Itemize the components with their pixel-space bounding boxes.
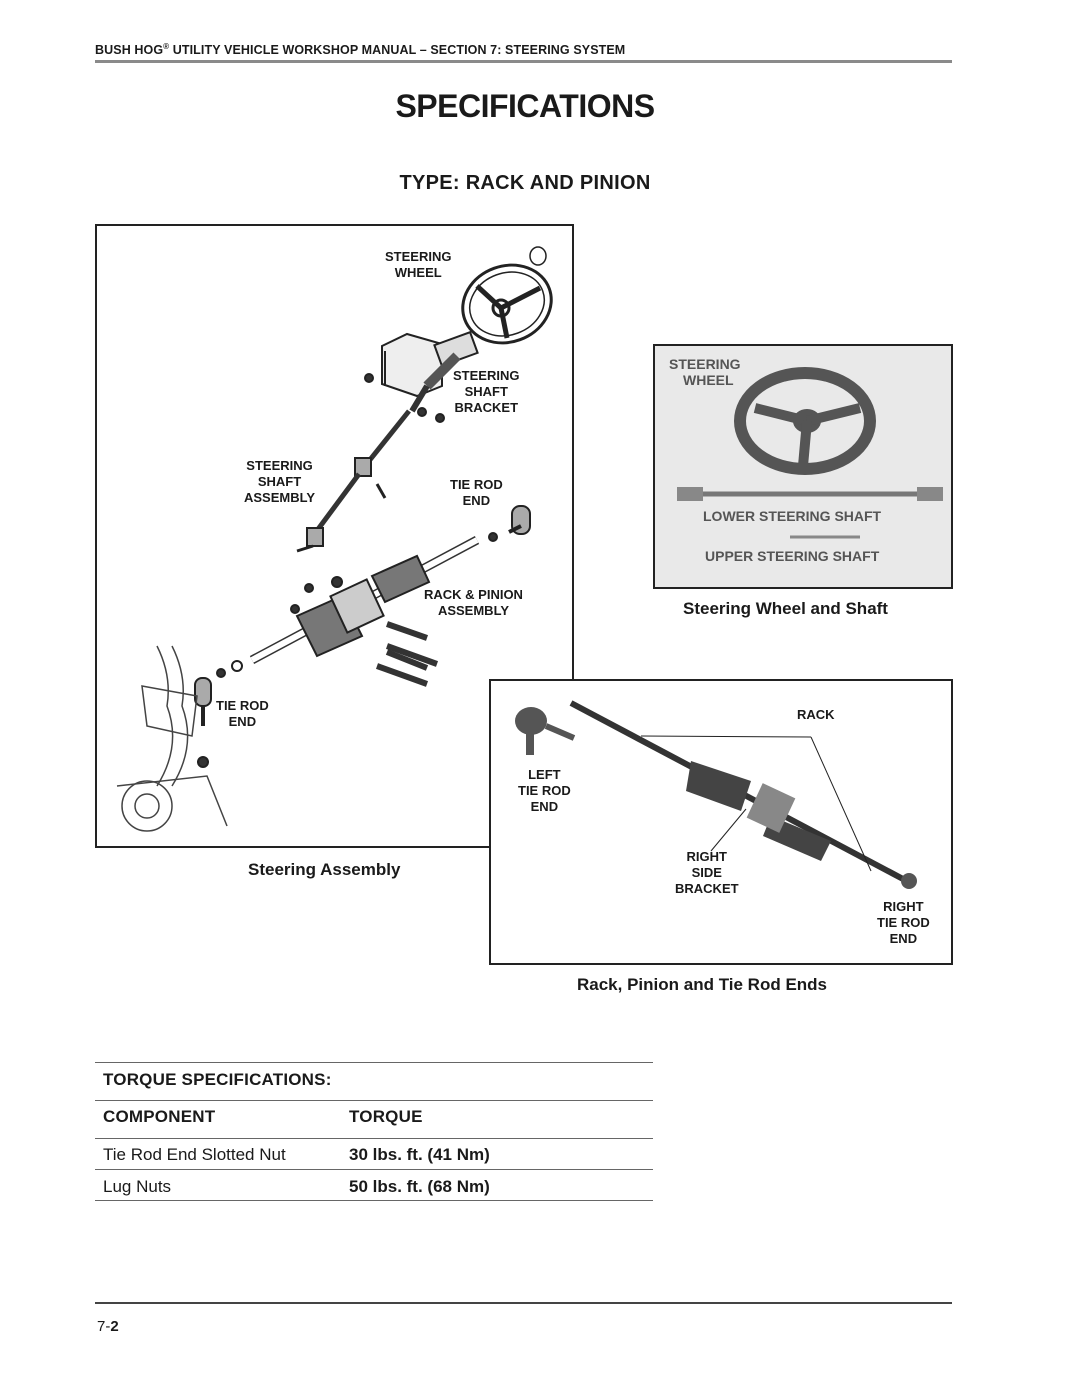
label-right-side-bracket: RIGHT SIDE BRACKET — [675, 849, 739, 897]
label-line: END — [889, 931, 918, 946]
label-rack: RACK — [797, 707, 835, 722]
column-header-component: COMPONENT — [103, 1107, 216, 1126]
table-bottom-rule — [95, 1200, 653, 1201]
rack-pinion-figure: RACK LEFT TIE ROD END RIGHT SIDE BRACKET… — [489, 679, 953, 965]
page-title: SPECIFICATIONS — [395, 88, 655, 124]
label-line: END — [228, 714, 257, 729]
label-line: END — [462, 493, 491, 508]
label-left-tie-rod-end: LEFT TIE ROD END — [518, 767, 571, 815]
table-cell-component: Lug Nuts — [103, 1177, 172, 1196]
footer-rule — [95, 1302, 952, 1304]
label-line: SHAFT — [257, 474, 302, 489]
photo-label-lower-shaft: LOWER STEERING SHAFT — [703, 508, 882, 524]
header-rule — [95, 60, 952, 63]
label-line: TIE ROD — [877, 915, 930, 930]
photo-label-steering-wheel: STEERING WHEEL — [669, 356, 741, 388]
label-line: END — [530, 799, 559, 814]
label-line: LEFT — [528, 767, 561, 782]
caption-rack-pinion: Rack, Pinion and Tie Rod Ends — [577, 975, 828, 994]
suspension-drawing — [116, 645, 228, 832]
label-right-tie-rod-end: RIGHT TIE ROD END — [877, 899, 930, 947]
label-steering-wheel: STEERING WHEEL — [385, 249, 451, 281]
label-line: SIDE — [691, 865, 722, 880]
steering-wheel-shaft-photo — [655, 346, 951, 587]
registered-mark: ® — [163, 42, 170, 51]
page-number: 7-2 — [97, 1318, 119, 1335]
caption-steering-assembly: Steering Assembly — [248, 860, 401, 879]
table-top-rule — [95, 1062, 653, 1063]
rack-pinion-photo — [515, 700, 917, 889]
label-tie-rod-end-right: TIE ROD END — [450, 477, 503, 509]
table-rule — [95, 1100, 653, 1101]
label-line: WHEEL — [683, 372, 734, 388]
label-line: STEERING — [453, 368, 520, 383]
label-line: BRACKET — [454, 400, 519, 415]
table-cell-component: Tie Rod End Slotted Nut — [103, 1145, 286, 1164]
label-line: RIGHT — [686, 849, 727, 864]
label-line: STEERING — [669, 356, 741, 372]
label-line: BRACKET — [675, 881, 739, 896]
label-line: STEERING — [385, 249, 452, 264]
label-line: TIE ROD — [216, 698, 269, 713]
rack-drawing — [216, 536, 480, 687]
label-line: TIE ROD — [518, 783, 571, 798]
page-section: 7- — [97, 1318, 111, 1335]
caption-steering-wheel-shaft: Steering Wheel and Shaft — [683, 599, 888, 618]
label-tie-rod-end-left: TIE ROD END — [216, 698, 269, 730]
label-steering-shaft-bracket: STEERING SHAFT BRACKET — [453, 368, 519, 416]
photo-label-upper-shaft: UPPER STEERING SHAFT — [705, 548, 880, 564]
header-text: UTILITY VEHICLE WORKSHOP MANUAL – SECTIO… — [169, 43, 626, 58]
steering-wheel-shaft-figure: STEERING WHEEL LOWER STEERING SHAFT UPPE… — [653, 344, 953, 589]
header-brand: BUSH HOG — [95, 43, 164, 58]
label-line: STEERING — [246, 458, 313, 473]
table-cell-torque: 50 lbs. ft. (68 Nm) — [349, 1177, 490, 1196]
table-cell-torque: 30 lbs. ft. (41 Nm) — [349, 1145, 490, 1164]
tie-rod-ends-drawing — [194, 505, 531, 768]
label-line: WHEEL — [394, 265, 442, 280]
table-heading: TORQUE SPECIFICATIONS: — [103, 1070, 332, 1089]
page-index: 2 — [110, 1318, 119, 1335]
column-header-torque: TORQUE — [349, 1107, 423, 1126]
steering-wheel-drawing — [461, 246, 553, 345]
table-rule — [95, 1169, 653, 1170]
table-rule — [95, 1138, 653, 1139]
steering-column-drawing — [296, 330, 479, 553]
label-line: SHAFT — [464, 384, 508, 399]
label-line: RIGHT — [883, 899, 924, 914]
label-line: ASSEMBLY — [437, 603, 509, 618]
label-line: RACK & PINION — [424, 587, 523, 602]
label-line: ASSEMBLY — [244, 490, 316, 505]
steering-assembly-drawing — [116, 246, 553, 832]
label-rack-pinion-assembly: RACK & PINION ASSEMBLY — [424, 587, 523, 619]
running-header: BUSH HOG® UTILITY VEHICLE WORKSHOP MANUA… — [95, 42, 625, 57]
label-steering-shaft-assembly: STEERING SHAFT ASSEMBLY — [244, 458, 315, 506]
label-line: TIE ROD — [450, 477, 503, 492]
section-subtitle: TYPE: RACK AND PINION — [399, 172, 651, 194]
